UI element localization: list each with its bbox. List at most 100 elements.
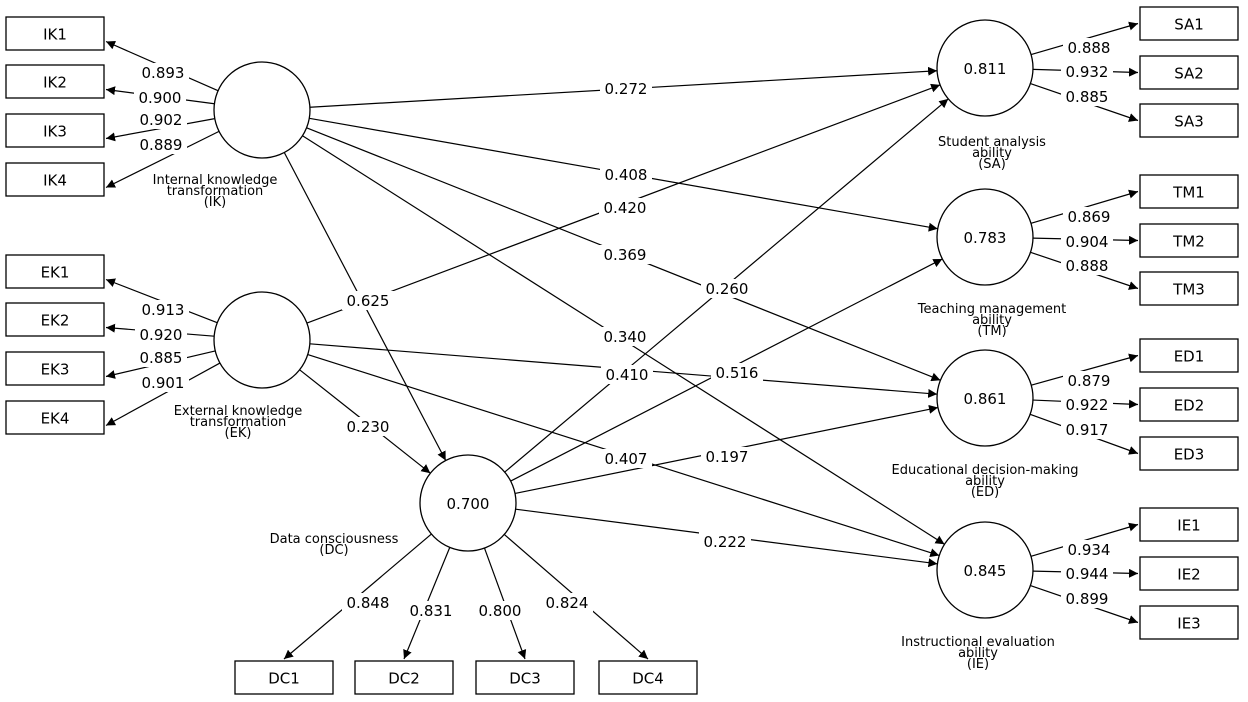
construct-circle-sa [936, 19, 1034, 117]
loading-label-bg [342, 593, 394, 612]
indicator-box-sa2 [1139, 55, 1239, 90]
loading-value-ik2: 0.900 [139, 89, 182, 107]
loading-label-bg [541, 593, 593, 612]
loading-value-ed3: 0.917 [1066, 421, 1109, 439]
construct-caption-ie-line3: (IE) [967, 657, 989, 672]
path-coefficient-dc-tm: 0.516 [716, 364, 759, 382]
loading-label-bg [135, 135, 187, 154]
indicator-label-ie1: IE1 [1177, 517, 1200, 535]
construct-r2-dc: 0.700 [447, 495, 490, 513]
indicator-label-sa3: SA3 [1174, 113, 1204, 131]
indicator-label-ie2: IE2 [1177, 566, 1200, 584]
path-coefficient-ik-ie: 0.340 [604, 328, 647, 346]
loading-arrow-ik4 [105, 130, 220, 189]
construct-r2-ed: 0.861 [964, 390, 1007, 408]
indicator-label-ek1: EK1 [41, 264, 70, 282]
loading-label-bg [1063, 38, 1115, 57]
loading-value-ed1: 0.879 [1068, 372, 1111, 390]
indicator-label-dc2: DC2 [388, 670, 420, 688]
loading-label-bg [135, 325, 187, 344]
construct-caption-ik-line2: transformation [167, 184, 264, 199]
loading-label-bg [1061, 256, 1113, 275]
loading-value-ie3: 0.899 [1066, 590, 1109, 608]
indicator-box-dc3 [475, 660, 575, 695]
construct-caption-dc-line1: Data consciousness [270, 532, 399, 547]
indicator-label-ik4: IK4 [43, 172, 67, 190]
indicator-box-dc2 [354, 660, 454, 695]
construct-circle-ie [936, 521, 1034, 619]
path-coefficient-dc-sa: 0.260 [706, 280, 749, 298]
path-coefficient-ik-sa: 0.272 [605, 80, 648, 98]
loading-value-dc1: 0.848 [347, 594, 390, 612]
indicator-box-ik2 [5, 64, 105, 99]
construct-circle-ek [213, 291, 311, 389]
loading-label-bg [474, 601, 526, 620]
loading-value-ek2: 0.920 [140, 326, 183, 344]
construct-caption-ik-line3: (IK) [204, 195, 227, 210]
loading-label-bg [137, 300, 189, 319]
indicator-label-ed3: ED3 [1174, 446, 1205, 464]
indicator-label-ik3: IK3 [43, 123, 67, 141]
loading-label-bg [134, 88, 186, 107]
path-label-bg [342, 291, 394, 310]
loading-label-bg [1061, 62, 1113, 81]
construct-caption-ie-line1: Instructional evaluation [901, 635, 1055, 650]
construct-caption-ed-line1: Educational decision-making [892, 463, 1079, 478]
construct-r2-tm: 0.783 [964, 229, 1007, 247]
loading-value-ek3: 0.885 [140, 349, 183, 367]
loading-value-dc3: 0.800 [479, 602, 522, 620]
construct-caption-tm-line2: ability [972, 313, 1012, 328]
indicator-box-dc4 [598, 660, 698, 695]
loading-value-ik3: 0.902 [140, 111, 183, 129]
path-label-bg [701, 279, 753, 298]
path-coefficient-ek-dc: 0.230 [347, 418, 390, 436]
construct-caption-ed-line3: (ED) [971, 485, 999, 500]
loading-value-dc2: 0.831 [410, 602, 453, 620]
loading-label-bg [1063, 540, 1115, 559]
construct-caption-sa-line3: (SA) [978, 157, 1006, 172]
loading-label-bg [1061, 232, 1113, 251]
path-label-bg [699, 532, 751, 551]
loading-value-ek1: 0.913 [142, 301, 185, 319]
construct-r2-sa: 0.811 [964, 60, 1007, 78]
indicator-box-tm3 [1139, 271, 1239, 306]
loading-label-bg [1061, 589, 1113, 608]
loading-value-ed2: 0.922 [1066, 396, 1109, 414]
loading-label-bg [137, 63, 189, 82]
construct-circle-ed [936, 349, 1034, 447]
loading-value-ik1: 0.893 [142, 64, 185, 82]
path-label-bg [599, 198, 651, 217]
construct-caption-ek-line2: transformation [190, 415, 287, 430]
loading-label-bg [1061, 395, 1113, 414]
path-coefficient-ik-ed: 0.369 [604, 246, 647, 264]
path-coefficient-dc-ed: 0.197 [706, 448, 749, 466]
indicator-box-sa3 [1139, 103, 1239, 138]
indicator-box-ie2 [1139, 556, 1239, 591]
construct-caption-ik-line1: Internal knowledge [153, 173, 278, 188]
path-coefficient-ik-tm: 0.408 [605, 166, 648, 184]
construct-caption-sa-line2: ability [972, 146, 1012, 161]
indicator-box-ik4 [5, 162, 105, 197]
construct-circle-ik [213, 61, 311, 159]
path-label-bg [600, 449, 652, 468]
indicator-label-ek2: EK2 [41, 312, 70, 330]
indicator-box-ik3 [5, 113, 105, 148]
indicator-label-dc1: DC1 [268, 670, 300, 688]
path-coefficient-ek-ie: 0.407 [605, 450, 648, 468]
loading-value-dc4: 0.824 [546, 594, 589, 612]
path-coefficient-ek-sa: 0.420 [604, 199, 647, 217]
construct-caption-tm-line3: (TM) [977, 324, 1006, 339]
indicator-label-ek3: EK3 [41, 361, 70, 379]
construct-caption-ie-line2: ability [958, 646, 998, 661]
indicator-box-ed3 [1139, 436, 1239, 471]
path-label-bg [601, 365, 653, 384]
path-label-bg [342, 417, 394, 436]
indicator-box-ie1 [1139, 507, 1239, 542]
indicator-box-ie3 [1139, 605, 1239, 640]
indicator-label-ie3: IE3 [1177, 615, 1200, 633]
indicator-box-tm1 [1139, 174, 1239, 209]
indicator-label-ek4: EK4 [41, 410, 70, 428]
loading-label-bg [1061, 87, 1113, 106]
indicator-label-ed2: ED2 [1174, 397, 1205, 415]
